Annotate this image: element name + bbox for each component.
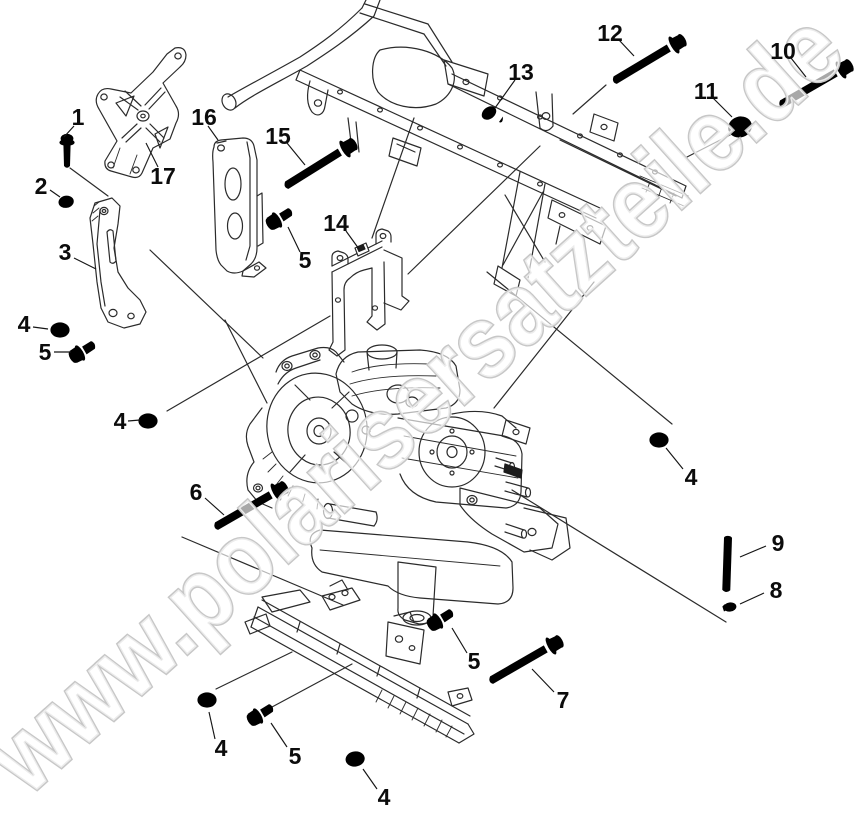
callout-leader-11: [712, 97, 733, 118]
spacer-tube-icon: [721, 535, 734, 593]
bracket-16: [212, 137, 267, 278]
clamp-icon: [721, 601, 737, 613]
callout-leader-5: [451, 627, 468, 654]
callout-5: 5: [289, 743, 302, 769]
callout-5: 5: [39, 339, 52, 365]
callout-1: 1: [72, 104, 85, 130]
callout-8: 8: [770, 577, 783, 603]
flange-bolt-icon: [59, 133, 75, 168]
lower-frame: [244, 579, 475, 744]
callout-17: 17: [150, 163, 176, 189]
flange-bolt-icon: [262, 203, 297, 234]
callout-2: 2: [35, 173, 48, 199]
bracket-14: [328, 228, 410, 357]
callout-3: 3: [59, 239, 72, 265]
callout-leader-9: [739, 545, 767, 558]
callout-4: 4: [215, 735, 228, 761]
bracket-17: [95, 47, 187, 179]
flange-bolt-icon: [484, 631, 567, 689]
callout-leader-16: [207, 125, 219, 141]
callout-4: 4: [114, 408, 127, 434]
callout-6: 6: [190, 479, 203, 505]
callout-9: 9: [772, 530, 785, 556]
callout-leader-6: [204, 497, 225, 516]
callout-leader-13: [494, 79, 516, 109]
flange-nut-icon: [649, 432, 669, 448]
callout-5: 5: [299, 247, 312, 273]
upper-frame: [221, 0, 689, 297]
engine-assembly: [245, 344, 571, 626]
callout-leader-1: [63, 125, 75, 138]
flange-nut-icon: [344, 750, 366, 768]
callout-14: 14: [323, 210, 349, 236]
assembly-reference-lines: [69, 84, 731, 708]
callout-leader-2: [49, 189, 61, 198]
callout-leader-4: [127, 419, 141, 422]
callout-12: 12: [597, 20, 623, 46]
callout-7: 7: [557, 687, 570, 713]
callout-4: 4: [18, 311, 31, 337]
flange-bolt-icon: [423, 604, 458, 635]
callout-leader-4: [208, 711, 216, 740]
bracket-3: [89, 197, 147, 329]
push-rivet-icon: [478, 102, 504, 125]
flange-bolt-icon: [279, 134, 361, 194]
callout-leader-17: [145, 142, 159, 168]
callout-10: 10: [770, 38, 796, 64]
flange-nut-icon: [197, 692, 217, 708]
callout-4: 4: [378, 784, 391, 810]
callout-4: 4: [685, 464, 698, 490]
callout-leader-3: [73, 257, 97, 270]
callout-leader-15: [286, 142, 306, 166]
callout-leader-5: [270, 722, 288, 748]
flange-nut-icon: [50, 322, 70, 338]
callout-leader-4: [362, 768, 378, 790]
callout-5: 5: [468, 648, 481, 674]
callout-leader-12: [618, 39, 635, 57]
callout-leader-10: [790, 57, 807, 78]
clip-14: [354, 242, 370, 257]
callout-13: 13: [508, 59, 534, 85]
callout-leader-8: [739, 592, 765, 605]
callout-leader-4: [665, 447, 684, 470]
callout-16: 16: [191, 104, 217, 130]
callout-11: 11: [694, 78, 719, 104]
flange-nut-icon: [138, 413, 158, 429]
callout-15: 15: [265, 123, 291, 149]
callout-leader-7: [531, 668, 555, 693]
callout-leader-14: [345, 230, 360, 250]
callout-leader-5: [287, 226, 301, 253]
callout-leader-4: [32, 326, 49, 330]
